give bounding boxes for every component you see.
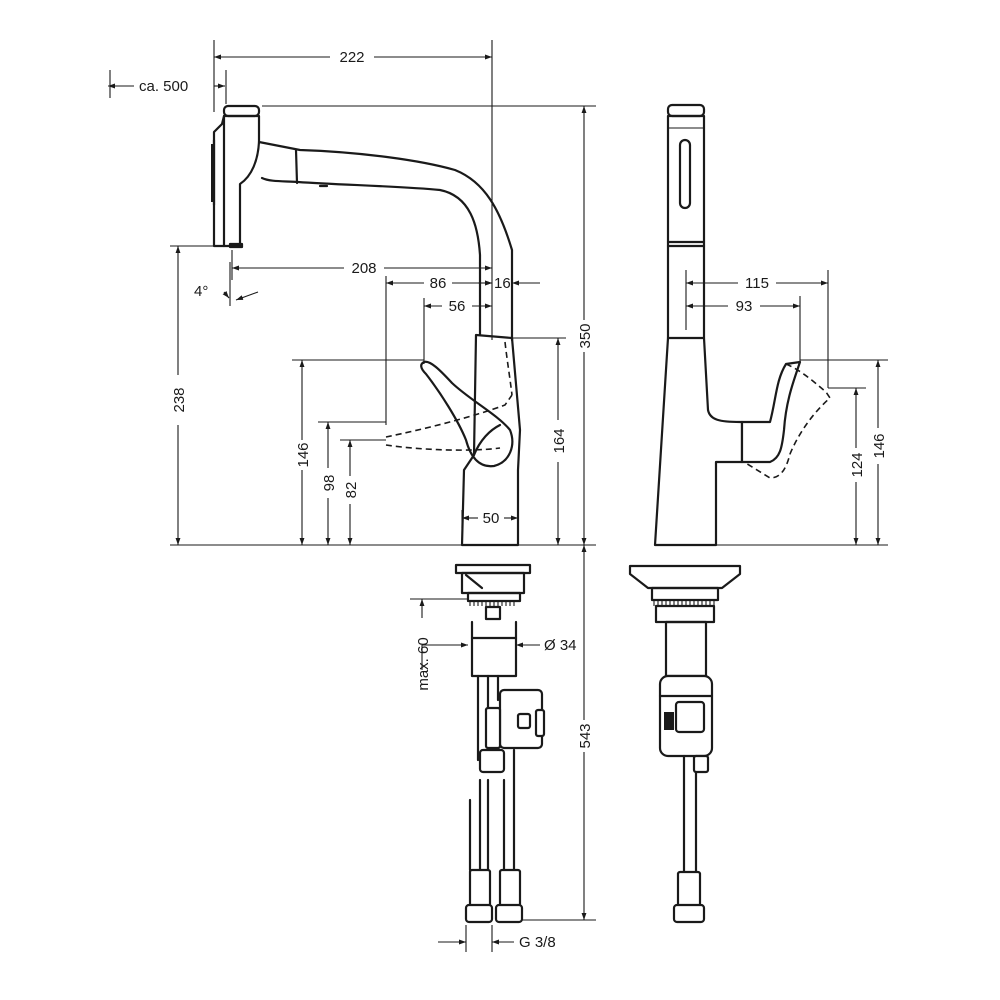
dim-ca-500: ca. 500 xyxy=(139,78,188,95)
lever-handle-front xyxy=(740,360,832,479)
dimensions-front-view: 115 93 146 124 xyxy=(685,270,888,546)
lever-handle xyxy=(385,341,514,468)
dim-222: 222 xyxy=(339,49,364,66)
dim-98: 98 xyxy=(321,475,338,492)
dim-50: 50 xyxy=(483,510,500,527)
mounting-base-front xyxy=(628,564,742,678)
faucet-front-view: 115 93 146 124 xyxy=(628,103,888,924)
dim-238: 238 xyxy=(171,387,188,412)
dim-diameter-34: Ø 34 xyxy=(544,637,577,654)
faucet-side-view: 222 ca. 500 350 208 86 16 xyxy=(108,40,596,952)
supply-hoses-front xyxy=(658,674,714,924)
spray-head xyxy=(211,104,261,249)
dim-93: 93 xyxy=(736,298,753,315)
dim-86: 86 xyxy=(430,275,447,292)
dimensions-left-view: 222 ca. 500 350 208 86 16 xyxy=(108,40,596,952)
dim-124: 124 xyxy=(849,452,866,477)
mounting-base xyxy=(454,563,532,678)
dim-g-3-8: G 3/8 xyxy=(519,934,556,951)
dim-543: 543 xyxy=(577,723,594,748)
dim-350: 350 xyxy=(577,323,594,348)
supply-hoses xyxy=(464,674,546,924)
dim-56: 56 xyxy=(449,298,466,315)
dim-16: 16 xyxy=(494,275,511,292)
dim-208: 208 xyxy=(351,260,376,277)
dim-115: 115 xyxy=(745,275,769,292)
spray-head-front xyxy=(666,103,706,248)
dim-146-right: 146 xyxy=(871,433,888,458)
spout-front xyxy=(653,244,744,547)
dim-82: 82 xyxy=(343,482,360,499)
dim-146-left: 146 xyxy=(295,442,312,467)
dim-164: 164 xyxy=(551,428,568,453)
dim-4-deg: 4° xyxy=(194,283,208,300)
spout xyxy=(257,140,514,342)
dim-max-60: max. 60 xyxy=(415,637,432,690)
